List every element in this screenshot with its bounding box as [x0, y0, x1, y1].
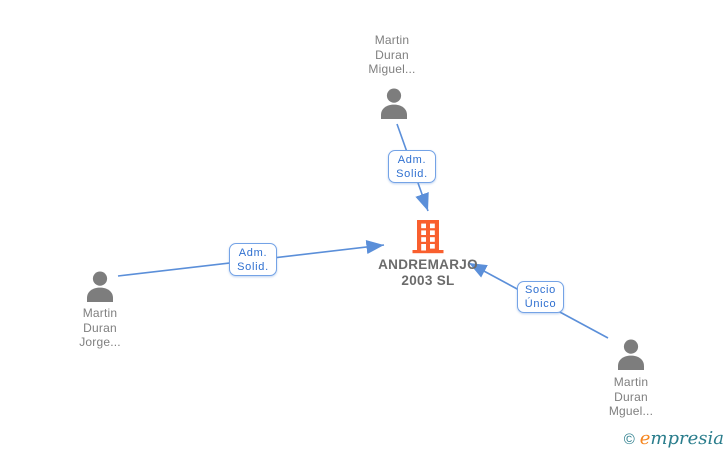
- person-left-node[interactable]: [85, 271, 115, 307]
- person-left-label[interactable]: Martin Duran Jorge...: [58, 306, 142, 350]
- person-icon: [618, 339, 644, 370]
- person-top-name-line2: Duran: [375, 47, 409, 62]
- company-name-line2: 2003 SL: [401, 273, 455, 288]
- relation-top-line2: Solid.: [396, 167, 428, 180]
- person-icon: [87, 271, 113, 302]
- empresia-logo[interactable]: © empresia: [624, 430, 724, 448]
- person-bottom-right-node[interactable]: [616, 339, 646, 375]
- person-top-node[interactable]: [379, 88, 409, 124]
- relation-left-line1: Adm.: [238, 246, 268, 259]
- person-left-name-line1: Martin: [82, 306, 118, 320]
- relation-right-line1: Socio: [524, 284, 557, 296]
- relation-right-line2: Único: [524, 298, 557, 310]
- person-icon: [381, 88, 407, 119]
- company-name[interactable]: ANDREMARJO 2003 SL: [363, 257, 493, 289]
- person-top-name-line1: Martin: [374, 33, 410, 47]
- person-top-label[interactable]: Martin Duran Miguel...: [350, 33, 434, 77]
- person-top-name-line3: Miguel...: [368, 62, 416, 76]
- person-left-name-line3: Jorge...: [79, 335, 121, 349]
- brand-name: empresia: [640, 430, 724, 448]
- relation-label-adm-solid-top: Adm. Solid.: [388, 150, 436, 183]
- relation-top-line1: Adm.: [397, 153, 427, 166]
- person-bottom-right-name-line1: Martin: [613, 375, 649, 389]
- relation-label-socio-unico: Socio Único: [517, 281, 564, 313]
- company-name-line1: ANDREMARJO: [378, 257, 478, 272]
- relation-left-line2: Solid.: [237, 260, 269, 273]
- building-icon: [412, 220, 444, 254]
- person-bottom-right-label[interactable]: Martin Duran Mguel...: [589, 375, 673, 419]
- brand-first-letter: e: [639, 428, 651, 449]
- person-bottom-right-name-line2: Duran: [614, 389, 648, 404]
- brand-rest: mpresia: [650, 428, 724, 449]
- person-bottom-right-name-line3: Mguel...: [608, 404, 654, 418]
- copyright-icon: ©: [623, 431, 635, 448]
- relation-label-adm-solid-left: Adm. Solid.: [229, 243, 277, 276]
- person-left-name-line2: Duran: [83, 320, 117, 335]
- company-node[interactable]: [411, 219, 445, 259]
